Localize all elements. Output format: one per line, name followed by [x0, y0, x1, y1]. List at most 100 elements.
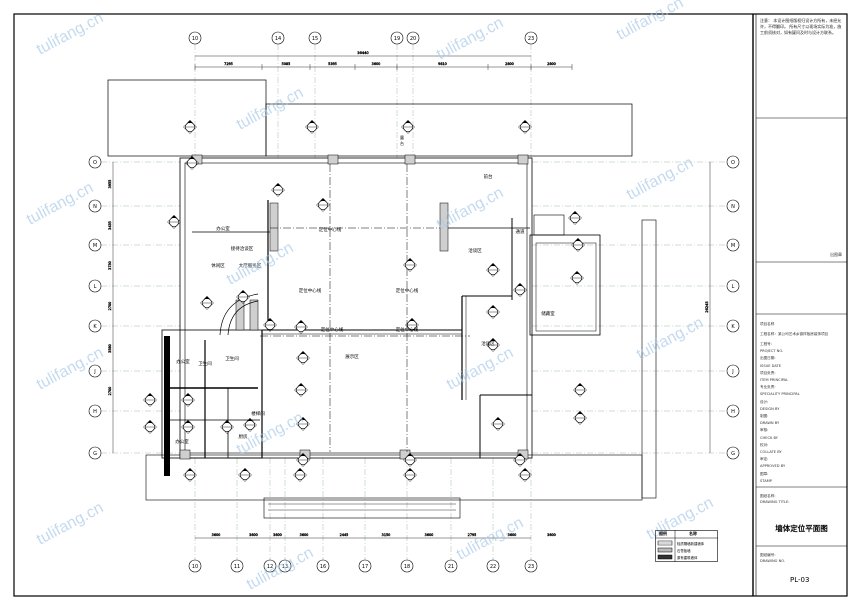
terrace-label: 露台: [400, 135, 404, 146]
grid-bubble-bottom: 12: [267, 564, 273, 570]
elevation-index-symbol: [296, 351, 310, 365]
room-label: 定位中心线: [299, 287, 322, 294]
title-block-field-label: 图章:: [760, 471, 769, 476]
bottom-dimension: 3600: [425, 533, 434, 537]
watermarks: tulifang.cn tulifang.cn tulifang.cn tulifan…: [24, 0, 716, 594]
elevation-index-symbol: [200, 296, 214, 310]
elevation-index-symbol: [573, 411, 587, 425]
bottom-dimension: 3600: [547, 533, 556, 537]
watermark-text: tulifang.cn: [634, 314, 706, 363]
title-block: 注意： 本设计图纸版权归设计方所有，未经允许，不得翻印。 所有尺寸以现场实际为准…: [756, 14, 847, 596]
elevation-index-symbol: [263, 318, 277, 332]
elevation-index-symbol: [405, 318, 419, 332]
grid-bubble-right: K: [731, 324, 735, 330]
elevation-index-symbol: [573, 383, 587, 397]
elevation-index-symbol: [271, 183, 285, 197]
grid-bubble-right: M: [731, 243, 735, 249]
room-label: 展示区: [345, 354, 359, 360]
elevation-index-symbol: [143, 420, 157, 434]
room-label: 卫生间: [198, 360, 212, 367]
watermark-text: tulifang.cn: [24, 179, 96, 228]
walls: [107, 79, 657, 519]
title-block-field-label: ISSUE DATE: [760, 363, 782, 368]
grid-bubble-bottom: 10: [192, 564, 198, 570]
top-dimension: 5085: [282, 62, 291, 66]
elevation-index-symbol: [491, 417, 505, 431]
elevation-index-symbol: [571, 238, 585, 252]
drawing-title-label-en: DRAWING TITLE:: [760, 500, 790, 504]
top-dimension: 2800: [547, 62, 556, 66]
legend-header-name: 名称: [689, 531, 697, 536]
watermark-text: tulifang.cn: [234, 84, 306, 133]
title-block-field-label: 制图:: [760, 414, 769, 418]
drawing-no-label: 图纸编号:: [760, 553, 776, 557]
title-block-field-label: STAMP: [760, 478, 772, 483]
grid-bubble-left: L: [94, 284, 97, 290]
grid-bubble-left: G: [93, 451, 97, 457]
elevation-index-symbol: [486, 263, 500, 277]
room-label: 定位中心线: [396, 287, 419, 294]
elevation-index-symbol: [403, 258, 417, 272]
title-block-field-label: 设计:: [760, 399, 769, 404]
elevation-index-symbol: [316, 198, 330, 212]
room-labels: 办公室接待洽谈区休闲区大厅服务区定位中心线定位中心线定位中心线定位中心线定位中心…: [175, 173, 555, 445]
elevation-index-symbol: [167, 215, 181, 229]
top-dimension: 3600: [372, 62, 381, 66]
elevation-index-symbol: [181, 420, 195, 434]
title-block-field-label: PROJECT NO.: [760, 349, 784, 354]
watermark-text: tulifang.cn: [624, 154, 696, 203]
grid-bubble-right: N: [731, 204, 735, 210]
grid-bubble-bottom: 11: [234, 564, 240, 570]
grid-bubble-top: 10: [192, 36, 198, 42]
grid-bubble-bottom: 17: [362, 564, 368, 570]
bottom-dimension: 2445: [340, 533, 349, 537]
grid-bubble-top: 23: [528, 36, 534, 42]
room-label: 楼梯间: [251, 410, 265, 417]
right-annex: [529, 234, 601, 336]
bottom-dimension: 3600: [249, 533, 258, 537]
bottom-dimension: 3600: [212, 533, 221, 537]
top-dimension: 5395: [328, 62, 337, 66]
grid-bubble-top: 20: [410, 36, 416, 42]
elevation-index-symbol: [486, 305, 500, 319]
watermark-text: tulifang.cn: [244, 544, 316, 593]
title-block-field-label: 审定:: [760, 457, 769, 462]
room-label: 储藏室: [541, 310, 555, 317]
title-block-field-label: 审核:: [760, 428, 769, 433]
grid-bubble-bottom: 22: [490, 564, 496, 570]
elevation-index-symbol: [403, 468, 417, 482]
top-dimension: 7295: [224, 62, 233, 66]
elevation-index-symbol: [220, 420, 234, 434]
grid-lines: [101, 44, 727, 562]
side-ledge-right: [641, 219, 657, 499]
elevation-index-symbol: [570, 271, 584, 285]
main-perimeter-outer: [179, 157, 533, 459]
room-label: 卫生间: [225, 355, 239, 362]
room-label: 办公室: [176, 358, 190, 365]
elevation-index-symbol: [518, 120, 532, 134]
room-label: 前台: [484, 173, 493, 180]
design-notes: 注意： 本设计图纸版权归设计方所有，未经允许，不得翻印。 所有尺寸以现场实际为准…: [760, 18, 842, 35]
drawing-no-label-en: DRAWING NO.: [760, 559, 786, 563]
elevation-index-symbol: [181, 393, 195, 407]
elevation-index-symbol: [236, 290, 250, 304]
bottom-dimension: 3150: [382, 533, 391, 537]
grid-bubble-left: K: [93, 324, 97, 330]
grid-bubble-right: L: [732, 284, 735, 290]
title-block-field-label: DESIGN BY: [760, 406, 780, 411]
legend-item: 原有建筑墙体: [677, 556, 698, 560]
bottom-dimension: 3600: [273, 533, 282, 537]
title-block-field-label: 专业负责:: [760, 385, 776, 390]
front-ledge: [145, 454, 643, 501]
top-overall-dimension: 36440: [357, 51, 369, 55]
room-label: 定位中心线: [321, 326, 344, 333]
room-label: 洽谈区: [468, 247, 482, 254]
grid-bubble-left: N: [93, 204, 97, 210]
drawing-title-label: 图纸名称:: [760, 494, 776, 498]
grid-bubble-bottom: 13: [282, 564, 288, 570]
left-dimension: 3955: [108, 180, 112, 189]
bottom-dimension: 3600: [300, 533, 309, 537]
grid-bubble-right: H: [731, 409, 735, 415]
